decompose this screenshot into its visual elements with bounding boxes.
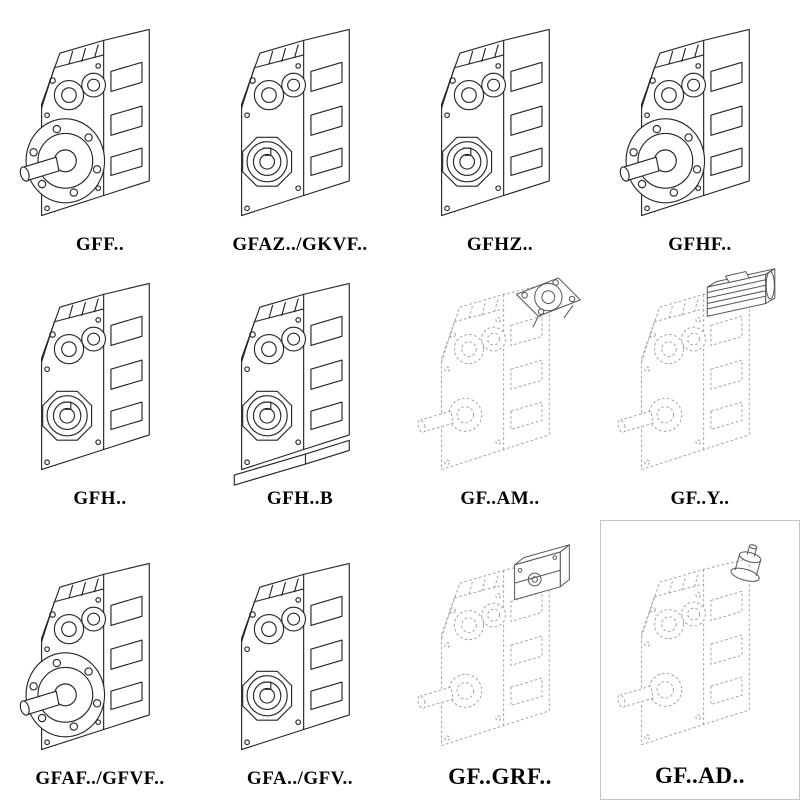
- model-label: GFAF../GFVF..: [35, 768, 165, 789]
- gearbox-input-flange-icon: [416, 277, 581, 471]
- catalog-cell-gf-ad: GF..AD..: [600, 520, 800, 800]
- gearbox-foot-mounted-icon: [233, 282, 350, 486]
- catalog-cell-gfhz: GFHZ..: [400, 0, 600, 266]
- model-label: GF..AD..: [654, 763, 746, 788]
- catalog-cell-gff: GFF..: [0, 0, 200, 266]
- gearbox-hollow-shaft-icon: [41, 282, 150, 471]
- model-label: GFAZ../GKVF..: [232, 234, 368, 255]
- catalog-cell-gf-y: GF..Y..: [600, 266, 800, 520]
- gearbox-input-adapter-icon: [416, 544, 570, 747]
- catalog-cell-gfh: GFH..: [0, 266, 200, 520]
- model-label: GFF..: [75, 234, 125, 255]
- catalog-cell-gf-am: GF..AM..: [400, 266, 600, 520]
- catalog-cell-gfh-b: GFH..B: [200, 266, 400, 520]
- gearbox-hollow-shaft-icon: [441, 28, 550, 217]
- catalog-cell-gfhf: GFHF..: [600, 0, 800, 266]
- gearbox-flange-icon: [18, 562, 150, 751]
- model-label: GFHZ..: [466, 234, 534, 255]
- gearbox-flange-icon: [18, 28, 150, 217]
- model-label: GFHF..: [668, 234, 732, 255]
- model-label: GFH..: [73, 488, 127, 509]
- catalog-cell-gf-grf: GF..GRF..: [400, 520, 600, 800]
- catalog-cell-gfaf-gfvf: GFAF../GFVF..: [0, 520, 200, 800]
- gearbox-flange-icon: [618, 28, 750, 217]
- model-label: GFA../GFV..: [246, 768, 354, 789]
- gearbox-input-shaft-icon: [616, 542, 769, 746]
- catalog-cell-gfaz-gkvf: GFAZ../GKVF..: [200, 0, 400, 266]
- gearbox-hollow-shaft-icon: [241, 28, 350, 217]
- model-label: GF..Y..: [670, 488, 730, 509]
- catalog-cell-gfa-gfv: GFA../GFV..: [200, 520, 400, 800]
- gearbox-hollow-shaft-icon: [241, 562, 350, 751]
- model-label: GF..GRF..: [448, 764, 552, 789]
- model-label: GF..AM..: [460, 488, 540, 509]
- gearbox-with-motor-icon: [616, 268, 776, 471]
- model-label: GFH..B: [266, 488, 334, 509]
